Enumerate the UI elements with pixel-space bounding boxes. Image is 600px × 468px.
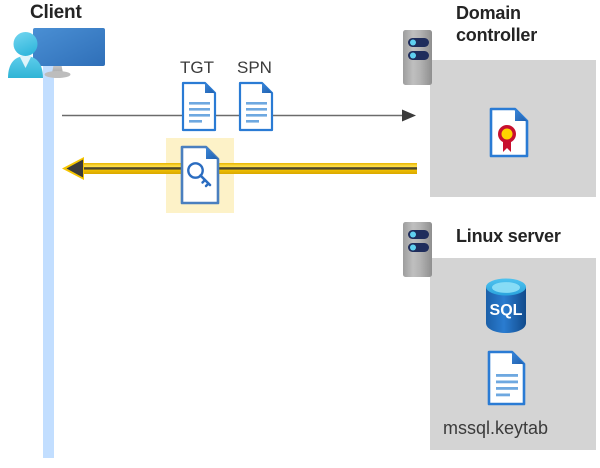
client-icon bbox=[8, 28, 105, 78]
spn-label: SPN bbox=[237, 58, 272, 77]
tgt-document-icon bbox=[181, 81, 217, 132]
sql-database-icon: SQL bbox=[486, 278, 526, 333]
response-arrow bbox=[62, 157, 417, 180]
request-arrow bbox=[62, 109, 416, 122]
linux-server-title: Linux server bbox=[456, 226, 561, 246]
spn-document-icon bbox=[238, 81, 274, 132]
tgt-label: TGT bbox=[180, 58, 214, 77]
certificate-document-icon bbox=[489, 107, 529, 158]
keytab-document-icon bbox=[487, 350, 526, 406]
domain-controller-title: Domain controller bbox=[456, 2, 596, 46]
sql-database-label: SQL bbox=[490, 302, 523, 319]
linux-server-icon bbox=[403, 222, 432, 277]
domain-controller-title-line-2: controller bbox=[456, 25, 538, 45]
domain-controller-server-icon bbox=[403, 30, 432, 85]
keytab-filename-label: mssql.keytab bbox=[443, 418, 549, 438]
client-title: Client bbox=[30, 2, 82, 23]
domain-controller-title-line-1: Domain bbox=[456, 3, 521, 23]
key-document-icon bbox=[180, 145, 220, 205]
client-lifeline bbox=[43, 60, 54, 458]
